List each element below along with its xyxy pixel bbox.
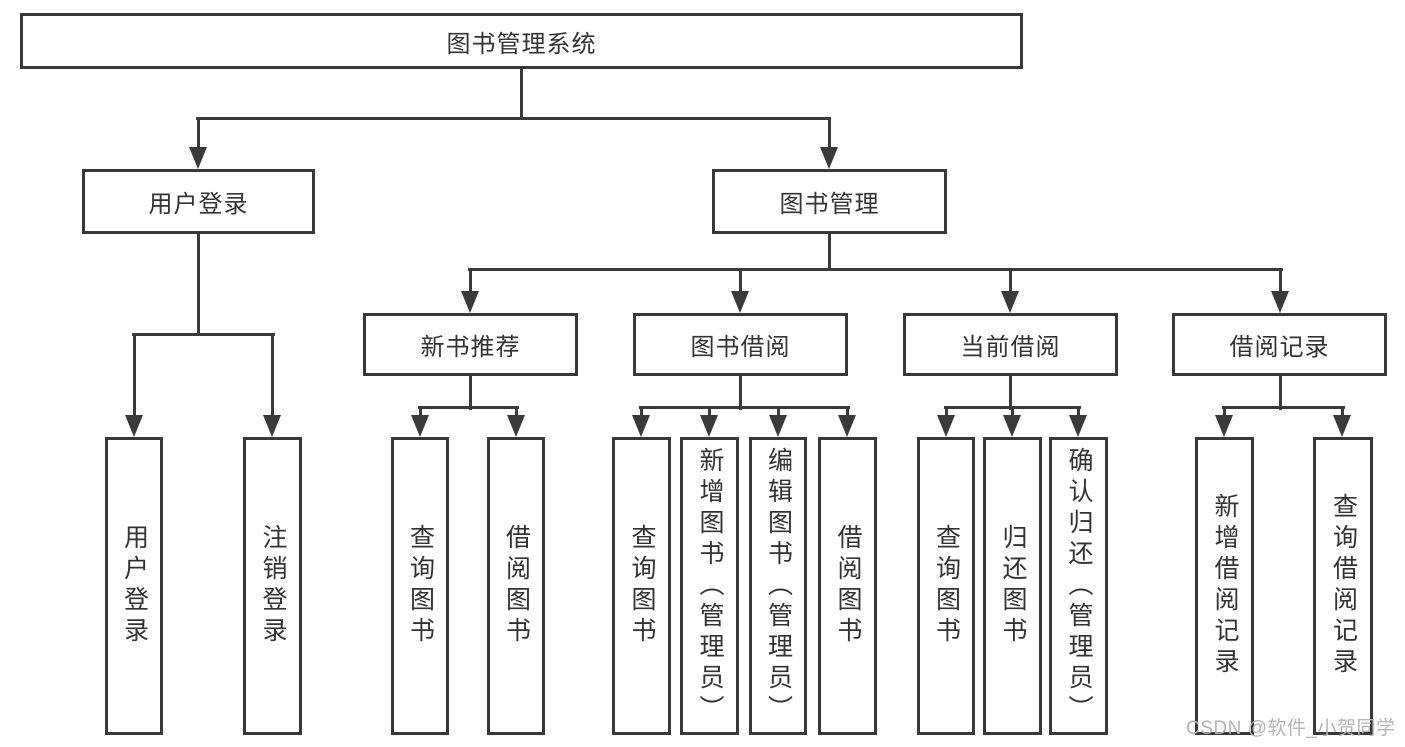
leaf-label: 借阅图书: [502, 524, 531, 648]
connector-line: [739, 268, 742, 293]
arrow-down-icon: [632, 415, 650, 437]
leaf-label: 确认归还（管理员）: [1065, 446, 1093, 726]
connector-current-stub: [1009, 374, 1012, 410]
leaf-user-login: 用户登录: [105, 437, 163, 735]
connector-line: [1077, 406, 1080, 417]
connector-line: [777, 406, 780, 417]
connector-line: [640, 406, 643, 417]
connector-login-rail: [132, 333, 275, 336]
node-user-login: 用户登录: [82, 169, 315, 234]
leaf-return-book: 归还图书: [983, 437, 1042, 735]
connector-bookmgmt-stub: [828, 231, 831, 271]
arrow-down-icon: [1333, 415, 1351, 437]
connector-records-stub: [1279, 374, 1282, 410]
leaf-label: 用户登录: [120, 524, 149, 648]
arrow-down-icon: [1215, 415, 1233, 437]
leaf-edit-book-admin: 编辑图书（管理员）: [749, 437, 807, 735]
connector-line: [1223, 406, 1226, 417]
leaf-confirm-return-admin: 确认归还（管理员）: [1049, 437, 1108, 735]
connector-level3-rail: [468, 268, 1283, 271]
node-book-borrow: 图书借阅: [633, 313, 848, 376]
node-new-book-recommend: 新书推荐: [363, 313, 578, 376]
node-borrow-records: 借阅记录: [1172, 313, 1387, 376]
arrow-down-icon: [1001, 291, 1019, 313]
leaf-query-book-3: 查询图书: [917, 437, 975, 735]
leaf-label: 归还图书: [999, 524, 1027, 648]
node-book-management: 图书管理: [712, 169, 947, 234]
leaf-label: 查询借阅记录: [1329, 493, 1358, 679]
arrow-down-icon: [1271, 291, 1289, 313]
arrow-down-icon: [820, 147, 838, 169]
connector-line: [469, 268, 472, 293]
connector-recommend-stub: [469, 374, 472, 410]
connector-line: [133, 333, 136, 417]
arrow-down-icon: [507, 415, 525, 437]
arrow-down-icon: [1069, 415, 1087, 437]
connector-line: [1011, 406, 1014, 417]
leaf-logout: 注销登录: [243, 437, 302, 735]
leaf-borrow-book-2: 借阅图书: [818, 437, 877, 735]
leaf-label: 借阅图书: [834, 524, 862, 648]
connector-line: [515, 406, 518, 417]
arrow-down-icon: [125, 415, 143, 437]
connector-recommend-rail: [418, 406, 519, 409]
leaf-query-book-1: 查询图书: [391, 437, 449, 735]
connector-root-stub: [520, 66, 523, 118]
connector-line: [828, 117, 831, 151]
connector-records-rail: [1222, 406, 1345, 409]
leaf-query-borrow-record: 查询借阅记录: [1313, 437, 1373, 735]
leaf-label: 查询图书: [932, 524, 961, 648]
arrow-down-icon: [700, 415, 718, 437]
leaf-add-book-admin: 新增图书（管理员）: [680, 437, 739, 735]
connector-line: [708, 406, 711, 417]
arrow-down-icon: [263, 415, 281, 437]
csdn-watermark: CSDN @软件_小贺同学: [1186, 718, 1396, 739]
arrow-down-icon: [189, 147, 207, 169]
leaf-label: 编辑图书（管理员）: [764, 446, 793, 726]
leaf-label: 查询图书: [406, 524, 435, 648]
leaf-label: 新增借阅记录: [1211, 493, 1239, 679]
leaf-label: 查询图书: [628, 524, 656, 648]
leaf-borrow-book-1: 借阅图书: [487, 437, 545, 735]
connector-line: [197, 117, 200, 151]
connector-line: [1341, 406, 1344, 417]
leaf-label: 新增图书（管理员）: [696, 446, 724, 726]
leaf-add-borrow-record: 新增借阅记录: [1195, 437, 1254, 735]
arrow-down-icon: [411, 415, 429, 437]
node-root: 图书管理系统: [20, 13, 1023, 69]
arrow-down-icon: [937, 415, 955, 437]
arrow-down-icon: [461, 291, 479, 313]
arrow-down-icon: [731, 291, 749, 313]
connector-borrow-stub: [739, 374, 742, 410]
connector-line: [1009, 268, 1012, 293]
connector-level2-rail: [196, 117, 831, 120]
node-current-borrow: 当前借阅: [903, 313, 1118, 376]
arrow-down-icon: [1003, 415, 1021, 437]
arrow-down-icon: [838, 415, 856, 437]
connector-login-stub: [197, 231, 200, 336]
leaf-label: 注销登录: [259, 524, 287, 648]
connector-borrow-rail: [639, 406, 850, 409]
arrow-down-icon: [769, 415, 787, 437]
connector-line: [1279, 268, 1282, 293]
connector-line: [945, 406, 948, 417]
connector-line: [846, 406, 849, 417]
connector-line: [419, 406, 422, 417]
leaf-query-book-2: 查询图书: [612, 437, 671, 735]
connector-line: [271, 333, 274, 417]
